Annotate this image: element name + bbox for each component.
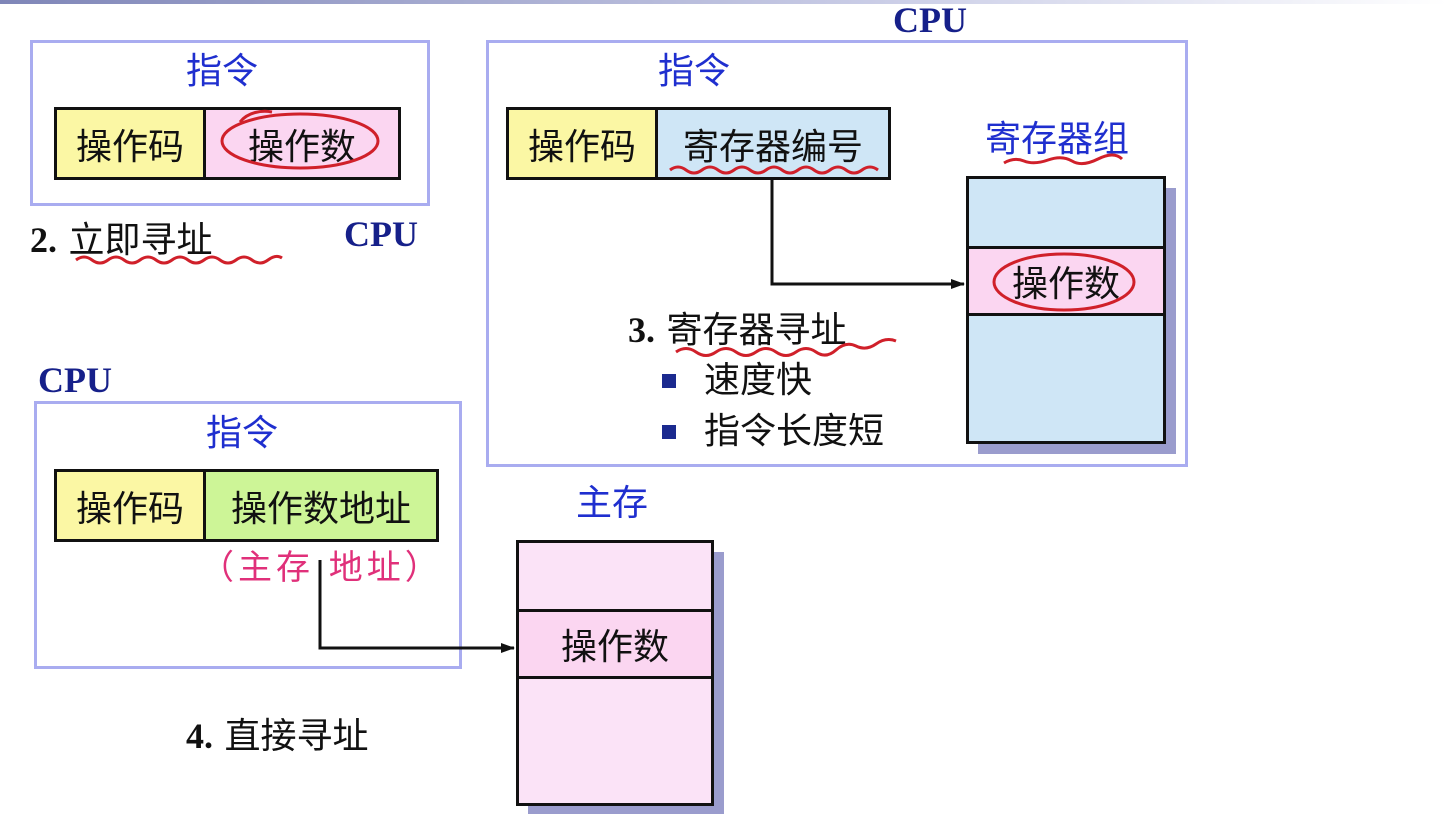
slide-top-bar (0, 0, 1447, 4)
immediate-instruction-title: 指令 (186, 51, 259, 92)
register-operand-circle (992, 252, 1136, 312)
immediate-caption: 2. 立即寻址 (30, 220, 212, 261)
register-bullet-speed: 速度快 (704, 360, 813, 401)
direct-pointer-arrow (318, 560, 515, 653)
direct-instruction-title: 指令 (206, 413, 279, 454)
register-pointer-arrow (770, 180, 965, 289)
main-memory-title: 主存 (576, 483, 649, 524)
direct-caption: 4. 直接寻址 (186, 716, 368, 757)
register-number-underline (669, 165, 879, 175)
register-number-cell: 寄存器编号 (655, 107, 891, 180)
direct-caption-text: 直接寻址 (224, 716, 369, 757)
immediate-operand-circle-tail (238, 109, 273, 124)
main-memory-operand-text: 操作数 (560, 627, 669, 668)
bullet-marker-1 (662, 374, 676, 388)
direct-caption-number: 4. (186, 716, 213, 756)
register-caption: 3. 寄存器寻址 (628, 310, 846, 351)
immediate-operand-circle (220, 112, 380, 170)
immediate-caption-underline (75, 254, 283, 265)
register-file-operand-slot: 操作数 (969, 246, 1163, 316)
register-file-title: 寄存器组 (985, 119, 1130, 160)
register-file-title-underline (1003, 153, 1124, 166)
register-file-operand-text: 操作数 (1011, 264, 1120, 305)
register-cpu-label: CPU (893, 0, 967, 40)
bullet-marker-2 (662, 425, 676, 439)
main-memory: 操作数 (516, 540, 714, 806)
immediate-caption-number: 2. (30, 220, 57, 260)
direct-opcode-cell: 操作码 (54, 469, 206, 542)
register-caption-number: 3. (628, 310, 655, 350)
direct-address-cell: 操作数地址 (203, 469, 439, 542)
immediate-cpu-label: CPU (344, 214, 418, 254)
register-instruction-title: 指令 (658, 51, 731, 92)
immediate-caption-text: 立即寻址 (68, 220, 213, 261)
main-memory-operand-slot: 操作数 (519, 609, 711, 679)
direct-cpu-label: CPU (38, 360, 112, 400)
register-opcode-cell: 操作码 (506, 107, 658, 180)
register-caption-text: 寄存器寻址 (666, 310, 847, 351)
register-bullet-short: 指令长度短 (704, 411, 885, 452)
register-caption-underline (675, 338, 897, 357)
